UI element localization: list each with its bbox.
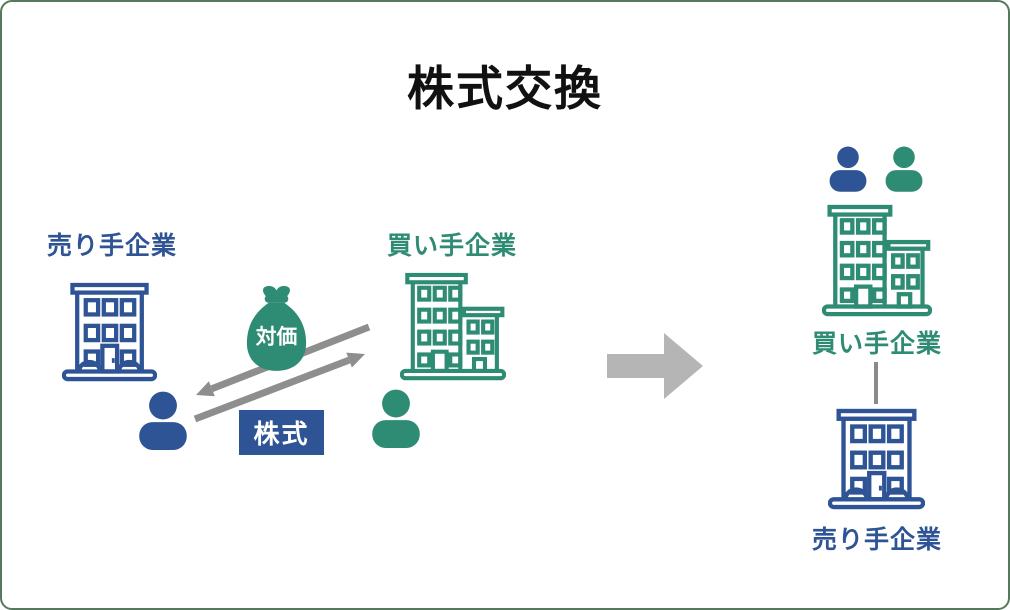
bag-knot <box>264 294 289 303</box>
tower-door <box>430 349 449 373</box>
consideration-label: 対価 <box>256 324 298 348</box>
bush <box>76 359 103 372</box>
bush <box>843 487 869 500</box>
tower-windows <box>839 218 887 303</box>
building-door <box>867 470 887 502</box>
person-icon <box>829 146 867 192</box>
consideration-arrowhead <box>196 381 215 397</box>
after-buyer-company-label: 買い手企業 <box>811 330 942 358</box>
shareholders-group <box>824 142 928 195</box>
money-bag-icon: 対価 <box>246 285 307 371</box>
annex-roof <box>461 306 505 318</box>
building-base <box>62 369 157 382</box>
bag-body <box>246 302 307 371</box>
buyer-company-label: 買い手企業 <box>386 232 517 260</box>
bush <box>884 487 910 500</box>
building-base <box>822 304 932 317</box>
shares-arrow-shaft <box>193 356 351 423</box>
building-roof <box>70 282 149 295</box>
seller-company-label: 売り手企業 <box>46 232 177 260</box>
bush <box>116 359 143 372</box>
building-icon <box>62 282 157 382</box>
office-complex-icon <box>822 204 932 317</box>
building-base <box>828 497 925 510</box>
annex-windows <box>890 253 920 290</box>
tower-windows <box>417 285 463 368</box>
office-complex-icon <box>400 272 506 381</box>
building-windows <box>83 298 137 367</box>
parent-subsidiary-connector-line <box>874 362 878 404</box>
shares-badge: 株式 <box>239 410 324 455</box>
person-icon <box>885 146 923 192</box>
page-title: 株式交換 <box>407 62 603 115</box>
after-seller-company-label: 売り手企業 <box>811 526 942 554</box>
building-icon <box>828 408 925 510</box>
shares-arrowhead <box>346 352 365 368</box>
annex-windows <box>466 319 495 355</box>
person-icon <box>139 391 187 450</box>
bag-tie <box>263 285 290 297</box>
building-windows <box>850 424 904 495</box>
person-icon <box>372 389 420 448</box>
building-door <box>100 343 120 374</box>
right-block-arrow-icon <box>607 333 703 399</box>
building-base <box>400 368 506 381</box>
tower-roof <box>405 272 468 285</box>
tower-door <box>854 284 873 309</box>
